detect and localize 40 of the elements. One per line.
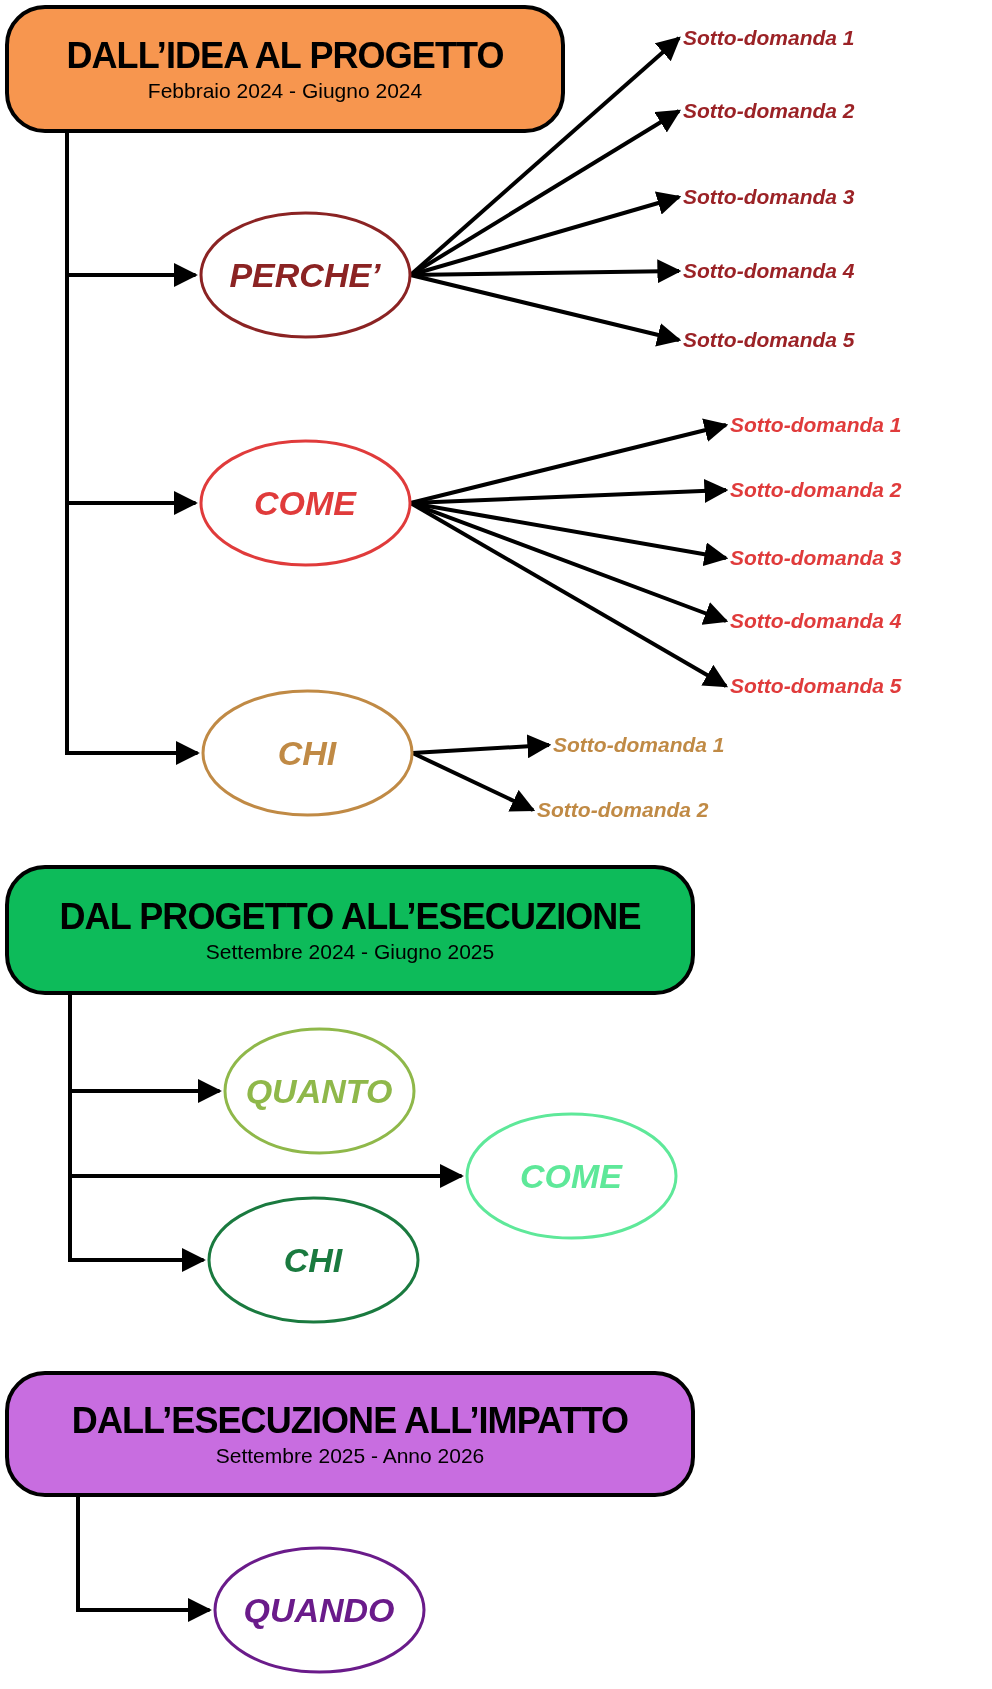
question-oval <box>221 1026 417 1156</box>
question-word: PERCHE’ <box>229 254 381 296</box>
question-word: COME <box>254 482 356 524</box>
phase-title: DALL’IDEA AL PROGETTO <box>66 34 504 79</box>
phase-banner <box>5 5 565 133</box>
phase-dates: Settembre 2024 - Giugno 2025 <box>205 939 495 966</box>
arrow <box>68 995 206 1272</box>
question-oval <box>205 1195 421 1325</box>
sub-question: Sotto-domanda 3 <box>730 542 902 574</box>
question-oval <box>197 210 413 340</box>
phase-title: DAL PROGETTO ALL’ESECUZIONE <box>59 895 641 940</box>
sub-question: Sotto-domanda 3 <box>683 181 855 213</box>
sub-question: Sotto-domanda 2 <box>537 794 709 826</box>
phase-title: DALL’ESECUZIONE ALL’IMPATTO <box>71 1399 629 1444</box>
question-word: QUANDO <box>243 1589 395 1631</box>
question-oval <box>199 688 415 818</box>
question-oval <box>211 1545 427 1675</box>
question-word: QUANTO <box>245 1070 393 1112</box>
question-oval <box>197 438 413 568</box>
sub-question: Sotto-domanda 5 <box>730 670 902 702</box>
question-oval <box>463 1111 679 1241</box>
sub-question: Sotto-domanda 1 <box>683 22 855 54</box>
sub-question: Sotto-domanda 4 <box>683 255 855 287</box>
sub-question: Sotto-domanda 1 <box>730 409 902 441</box>
phase-dates: Settembre 2025 - Anno 2026 <box>215 1443 485 1470</box>
arrow <box>76 1497 212 1622</box>
phase-banner <box>5 1371 695 1497</box>
sub-question: Sotto-domanda 1 <box>553 729 725 761</box>
sub-question: Sotto-domanda 5 <box>683 324 855 356</box>
sub-question: Sotto-domanda 4 <box>730 605 902 637</box>
arrow <box>411 751 536 812</box>
phase-dates: Febbraio 2024 - Giugno 2024 <box>147 78 423 105</box>
question-word: CHI <box>283 1239 343 1281</box>
arrow <box>412 734 552 759</box>
arrow <box>410 273 682 347</box>
sub-question: Sotto-domanda 2 <box>683 95 855 127</box>
question-word: COME <box>520 1155 622 1197</box>
sub-question: Sotto-domanda 2 <box>730 474 902 506</box>
phase-banner <box>5 865 695 995</box>
question-word: CHI <box>277 732 337 774</box>
